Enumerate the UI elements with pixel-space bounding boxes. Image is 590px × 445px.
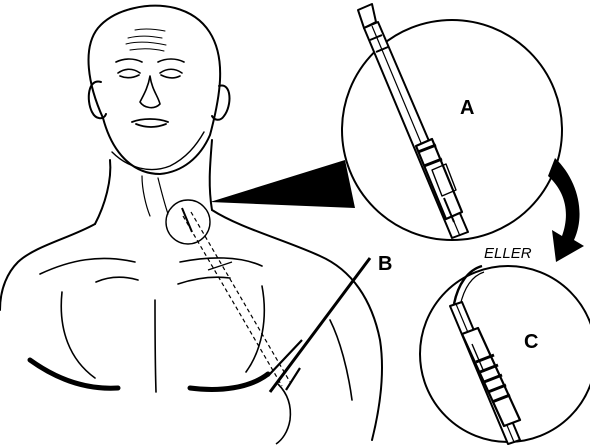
left-ear xyxy=(89,82,106,119)
chest-lines xyxy=(61,286,264,392)
label-eller: ELLER xyxy=(484,245,532,262)
mouth xyxy=(132,119,168,127)
right-pectoral-shade xyxy=(190,374,268,389)
right-armpit xyxy=(330,320,352,400)
left-eye xyxy=(118,69,140,78)
neck-left xyxy=(95,160,110,224)
patient-figure xyxy=(0,6,382,440)
label-a: A xyxy=(460,97,474,119)
catheter-dashed-left xyxy=(183,216,282,386)
left-clavicle xyxy=(40,258,138,282)
pointer-b-line xyxy=(270,258,370,392)
right-eye xyxy=(160,69,182,78)
detail-c: C xyxy=(420,266,590,444)
neck-muscle xyxy=(142,176,168,216)
forehead-lines xyxy=(126,29,166,51)
label-b: B xyxy=(378,253,392,275)
exit-needle xyxy=(268,340,302,390)
detail-a: A xyxy=(342,4,562,240)
catheter-path xyxy=(166,200,302,444)
left-pectoral-shade xyxy=(30,360,118,388)
nose xyxy=(140,76,160,108)
jaw-line xyxy=(112,132,204,170)
left-shoulder xyxy=(0,224,95,310)
transition-arrow xyxy=(548,158,584,262)
right-shoulder xyxy=(212,210,382,440)
label-c: C xyxy=(524,331,538,353)
callout-wedge xyxy=(210,160,355,208)
exit-tube xyxy=(276,384,290,444)
catheter-entry xyxy=(182,208,192,232)
neck-right xyxy=(210,140,212,210)
eyebrows xyxy=(116,59,184,62)
